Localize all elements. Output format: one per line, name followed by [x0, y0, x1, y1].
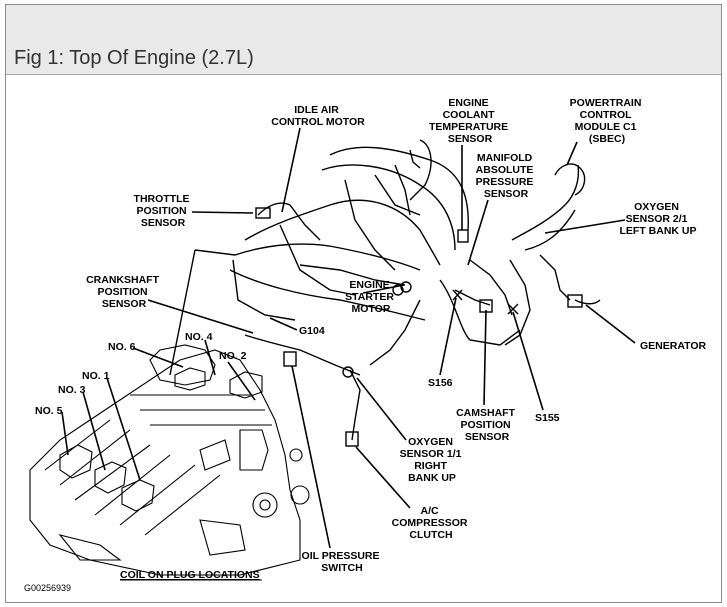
label-engine-coolant-temperature-sensor: ENGINE COOLANT TEMPERATURE SENSOR	[429, 97, 511, 145]
label-s156: S156	[428, 377, 453, 389]
leader-generator	[585, 304, 636, 344]
label-no6: NO. 6	[108, 341, 136, 353]
wiring-harness	[169, 139, 601, 447]
label-crankshaft-position-sensor: CRANKSHAFT POSITION SENSOR	[86, 274, 162, 310]
label-oxygen-sensor-2-1: OXYGEN SENSOR 2/1 LEFT BANK UP	[620, 201, 697, 237]
leader-crankshaft-position-sensor	[147, 299, 254, 334]
leader-g104	[269, 317, 298, 331]
leader-camshaft-position-sensor	[483, 309, 487, 406]
label-camshaft-position-sensor: CAMSHAFT POSITION SENSOR	[456, 407, 518, 443]
label-throttle-position-sensor: THROTTLE POSITION SENSOR	[134, 193, 193, 229]
label-g104: G104	[299, 325, 325, 337]
label-idle-air-control-motor: IDLE AIR CONTROL MOTOR	[271, 104, 365, 128]
document-id: G00256939	[24, 583, 72, 593]
leader-s155	[512, 311, 544, 411]
figure-frame: Fig 1: Top Of Engine (2.7L)	[5, 4, 722, 603]
leader-no3	[82, 391, 106, 471]
leader-no5	[61, 411, 69, 456]
leader-powertrain-control-module	[566, 141, 578, 166]
label-powertrain-control-module: POWERTRAIN CONTROL MODULE C1 (SBEC)	[570, 97, 645, 145]
leader-lines	[61, 127, 636, 549]
leader-no1	[106, 377, 141, 481]
label-oil-pressure-switch: OIL PRESSURE SWITCH	[302, 550, 383, 574]
engine-block-illustration	[29, 344, 310, 576]
label-no2: NO. 2	[219, 350, 247, 362]
figure-header: Fig 1: Top Of Engine (2.7L)	[6, 5, 721, 75]
leader-oxygen-sensor-1-1	[356, 377, 407, 441]
leader-ac-compressor-clutch	[355, 446, 411, 509]
leader-engine-starter-motor	[362, 284, 405, 294]
leader-s156	[439, 297, 457, 376]
label-s155: S155	[535, 412, 560, 424]
leader-idle-air-control-motor	[281, 127, 301, 213]
label-no4: NO. 4	[185, 331, 213, 343]
label-coil-on-plug-locations: COIL ON PLUG LOCATIONS	[120, 569, 260, 581]
leader-oil-pressure-switch	[291, 365, 331, 549]
figure-title: Fig 1: Top Of Engine (2.7L)	[14, 47, 254, 69]
label-oxygen-sensor-1-1: OXYGEN SENSOR 1/1 RIGHT BANK UP	[400, 436, 465, 484]
leader-oxygen-sensor-2-1	[544, 219, 626, 234]
label-no1: NO. 1	[82, 370, 110, 382]
label-generator: GENERATOR	[640, 340, 707, 352]
leader-no4	[204, 339, 216, 376]
label-no3: NO. 3	[58, 384, 86, 396]
leader-no6	[132, 347, 184, 368]
label-engine-starter-motor: ENGINE STARTER MOTOR	[345, 279, 397, 315]
label-ac-compressor-clutch: A/C COMPRESSOR CLUTCH	[392, 505, 471, 541]
leader-manifold-absolute-pressure-sensor	[467, 199, 489, 266]
label-no5: NO. 5	[35, 405, 63, 417]
label-manifold-absolute-pressure-sensor: MANIFOLD ABSOLUTE PRESSURE SENSOR	[476, 152, 537, 200]
leader-throttle-position-sensor	[191, 211, 254, 214]
leader-no2	[227, 361, 256, 401]
